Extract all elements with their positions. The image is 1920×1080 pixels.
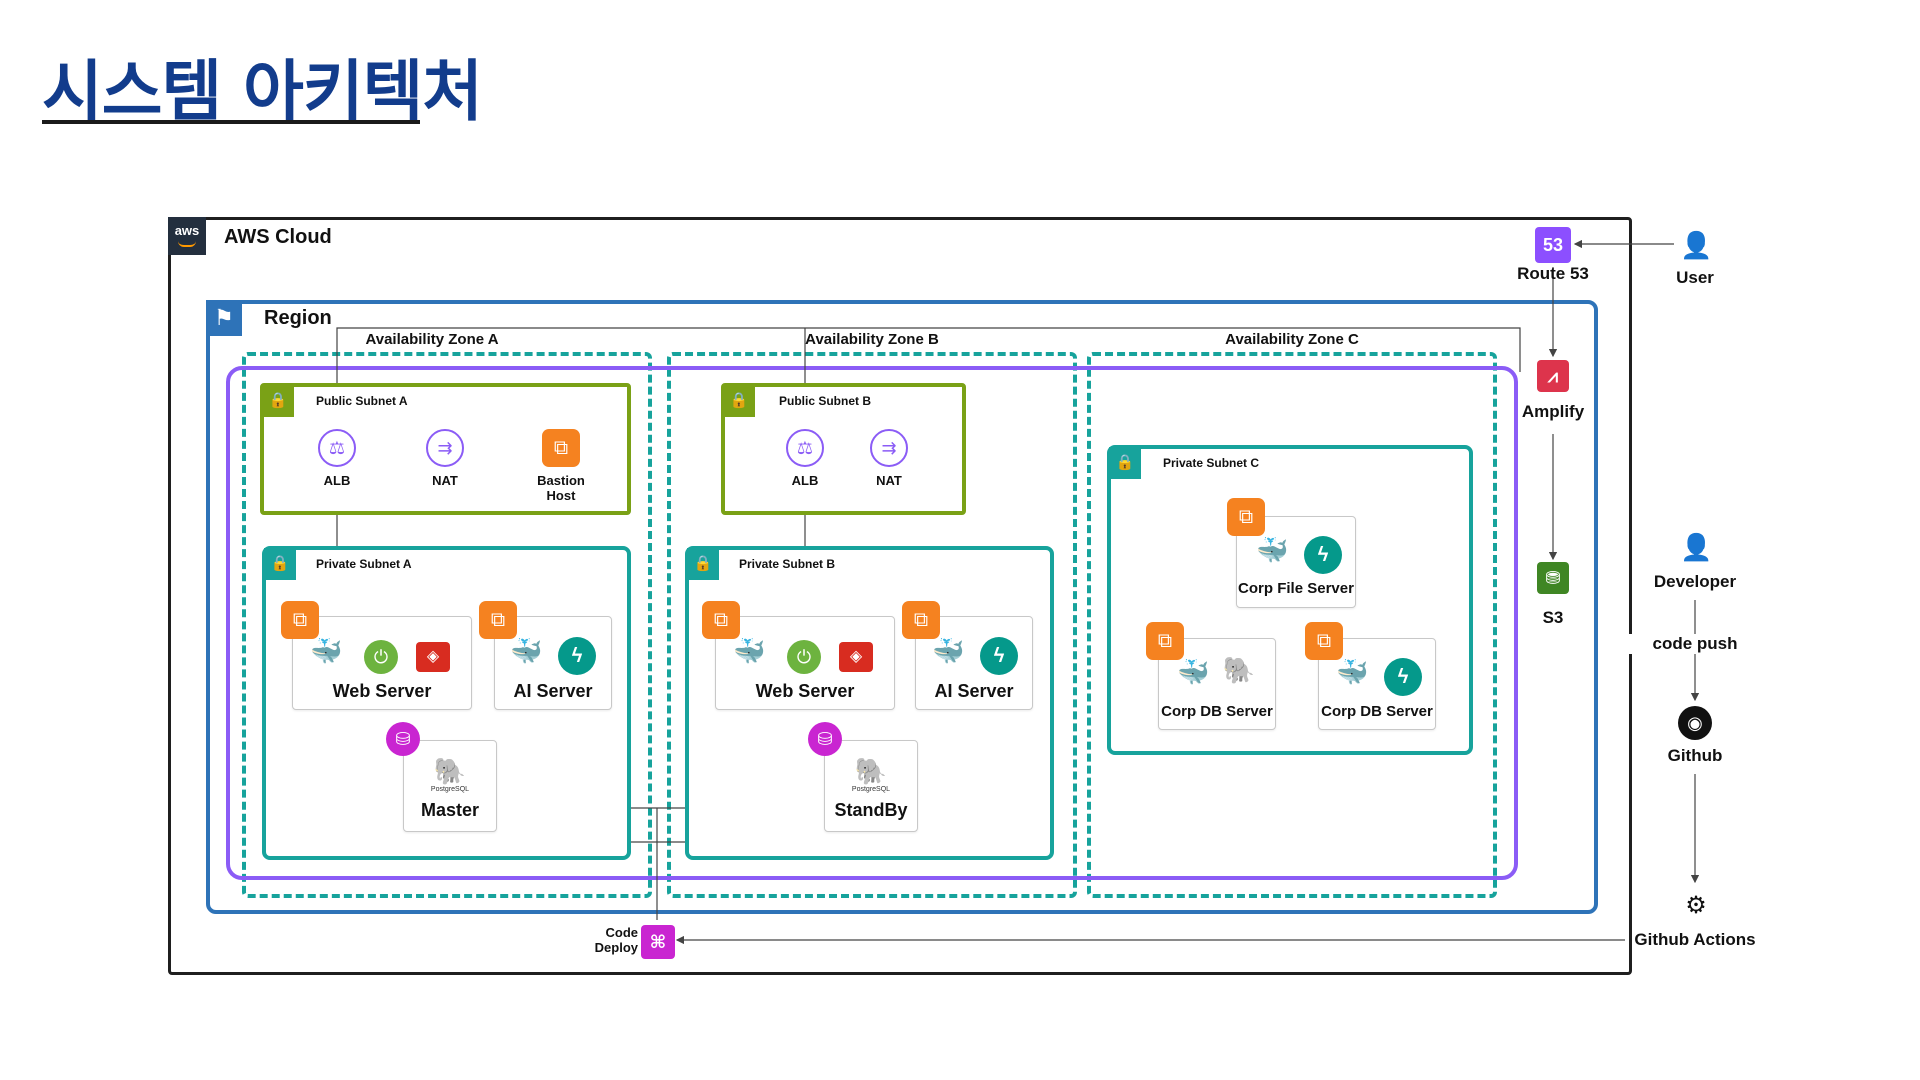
alb-b-label: ALB — [791, 473, 819, 488]
bastion-host-label: Bastion Host — [521, 473, 601, 503]
route53-icon: 53 — [1535, 227, 1571, 263]
alb-icon: ⚖ — [318, 429, 356, 467]
private-subnet-c-label: Private Subnet C — [1163, 456, 1260, 470]
corp-db-server-2-label: Corp DB Server — [1321, 703, 1433, 720]
availability-zone-c-label: Availability Zone C — [1225, 331, 1359, 348]
amplify-icon: ⩘ — [1537, 360, 1569, 392]
fastapi-icon: ϟ — [1384, 658, 1422, 696]
availability-zone-a — [242, 352, 652, 898]
lock-icon: 🔒 — [687, 548, 719, 580]
page-title: 시스템 아키텍처 — [42, 53, 483, 130]
docker-icon: 🐳 — [932, 636, 965, 666]
spring-boot-icon: ⏻ — [787, 640, 821, 674]
lock-icon: 🔒 — [264, 548, 296, 580]
code-deploy-label-line1: Code — [605, 925, 639, 940]
fastapi-icon: ϟ — [980, 637, 1018, 675]
github-icon: ◉ — [1678, 706, 1712, 740]
edge-amplify-alb-a — [332, 327, 1521, 434]
lock-icon: 🔒 — [262, 385, 294, 417]
public-subnet-b-label: Public Subnet B — [779, 394, 872, 408]
aws-logo-icon: aws — [168, 217, 206, 255]
region-flag-icon: ⚑ — [206, 300, 242, 336]
docker-icon: 🐳 — [733, 636, 766, 666]
postgresql-icon: 🐘 — [433, 756, 467, 786]
ec2-icon: ⧉ — [542, 429, 580, 467]
code-deploy-label: Code Deploy — [580, 925, 638, 955]
rds-icon: ⛁ — [808, 722, 842, 756]
lock-icon: 🔒 — [1109, 447, 1141, 479]
redis-icon: ◈ — [839, 642, 873, 672]
s3-label: S3 — [1542, 608, 1564, 627]
nat-b-label: NAT — [876, 473, 902, 488]
postgresql-icon: 🐘 — [854, 756, 888, 786]
nat-a-label: NAT — [432, 473, 458, 488]
region-boundary — [206, 300, 1598, 914]
route53-label: Route 53 — [1517, 264, 1589, 283]
ec2-icon: ⧉ — [1305, 622, 1343, 660]
ec2-icon: ⧉ — [479, 601, 517, 639]
github-label: Github — [1667, 746, 1723, 765]
fastapi-icon: ϟ — [558, 637, 596, 675]
s3-bucket-icon: ⛃ — [1537, 562, 1569, 594]
docker-icon: 🐳 — [310, 636, 343, 666]
postgresql-icon: 🐘 — [1222, 655, 1256, 685]
amplify-label: Amplify — [1521, 402, 1585, 421]
master-db-card — [403, 740, 497, 832]
web-server-b-label: Web Server — [755, 681, 855, 701]
corp-db-server-1-label: Corp DB Server — [1161, 703, 1273, 720]
nat-gateway-icon: ⇉ — [426, 429, 464, 467]
private-subnet-b-label: Private Subnet B — [739, 557, 836, 571]
github-actions-label: Github Actions — [1634, 930, 1756, 949]
vpc-boundary — [226, 366, 1518, 880]
ai-server-b-label: AI Server — [934, 681, 1014, 701]
developer-label: Developer — [1653, 572, 1737, 591]
standby-db-card — [824, 740, 918, 832]
availability-zone-b — [667, 352, 1077, 898]
availability-zone-b-label: Availability Zone B — [805, 331, 939, 348]
postgresql-caption: PostgreSQL — [430, 786, 470, 793]
private-subnet-a-label: Private Subnet A — [316, 557, 412, 571]
postgresql-caption: PostgreSQL — [851, 786, 891, 793]
alb-icon: ⚖ — [786, 429, 824, 467]
spring-boot-icon: ⏻ — [364, 640, 398, 674]
docker-icon: 🐳 — [1177, 657, 1210, 687]
availability-zone-a-label: Availability Zone A — [365, 331, 499, 348]
developer-icon: 👤 — [1680, 532, 1713, 562]
fastapi-icon: ϟ — [1304, 536, 1342, 574]
redis-icon: ◈ — [416, 642, 450, 672]
docker-icon: 🐳 — [1256, 535, 1289, 565]
web-server-a-label: Web Server — [332, 681, 432, 701]
ec2-icon: ⧉ — [702, 601, 740, 639]
bastion-label-line1: Bastion — [537, 473, 585, 488]
bastion-label-line2: Host — [546, 488, 576, 503]
standby-label: StandBy — [834, 800, 908, 820]
ec2-icon: ⧉ — [1227, 498, 1265, 536]
public-subnet-a-label: Public Subnet A — [316, 394, 408, 408]
region-label: Region — [264, 307, 332, 329]
code-deploy-icon: ⌘ — [641, 925, 675, 959]
rds-icon: ⛁ — [386, 722, 420, 756]
ec2-icon: ⧉ — [902, 601, 940, 639]
user-icon: 👤 — [1680, 230, 1713, 260]
aws-cloud-boundary — [168, 217, 1632, 975]
ai-server-a-label: AI Server — [513, 681, 593, 701]
ec2-icon: ⧉ — [281, 601, 319, 639]
ec2-icon: ⧉ — [1146, 622, 1184, 660]
docker-icon: 🐳 — [1336, 657, 1369, 687]
code-push-label: code push — [1625, 634, 1765, 654]
title-underline — [42, 120, 420, 124]
availability-zone-c — [1087, 352, 1497, 898]
user-label: User — [1676, 268, 1714, 287]
master-label: Master — [420, 800, 480, 820]
aws-cloud-label: AWS Cloud — [224, 226, 332, 248]
code-deploy-label-line2: Deploy — [594, 940, 638, 955]
alb-a-label: ALB — [323, 473, 351, 488]
public-subnet-b — [721, 383, 966, 515]
lock-icon: 🔒 — [723, 385, 755, 417]
docker-icon: 🐳 — [510, 636, 543, 666]
corp-file-server-label: Corp File Server — [1238, 580, 1354, 597]
github-actions-icon: ⚙ — [1685, 892, 1707, 919]
nat-gateway-icon: ⇉ — [870, 429, 908, 467]
